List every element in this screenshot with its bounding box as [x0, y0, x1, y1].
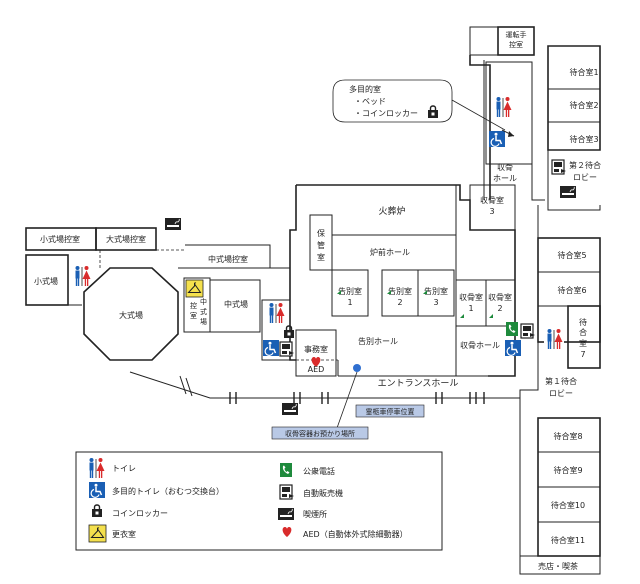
legend-smoking-area-label: 喫煙所: [303, 509, 327, 519]
public-phone-icon: [506, 322, 518, 336]
legend-vending-machine-label: 自動販売機: [303, 488, 343, 498]
urn-storage-location-dot: [353, 364, 361, 372]
farewell-room-3-label-1: 告別室: [424, 286, 448, 296]
farewell-room-1-label-1: 告別室: [338, 286, 362, 296]
cremation-furnace-label: 火葬炉: [378, 205, 405, 217]
lobby-1-label-1: 第１待合: [545, 376, 577, 386]
mid-control-label-3: 中: [200, 297, 207, 306]
toilet-icon: [544, 328, 564, 350]
bone-room-3-label-1: 収骨室: [480, 195, 504, 205]
farewell-room-1-label-2: 1: [347, 298, 352, 307]
hearse-sign: [355, 404, 425, 418]
waiting-room-2-label: 待合室2: [569, 100, 598, 110]
smoking-area-icon: [281, 402, 299, 416]
waiting-room-1-label: 待合室1: [569, 67, 598, 77]
storage-label-1: 保: [317, 228, 325, 238]
waiting-room-7-label-4: 7: [580, 350, 585, 359]
urn-storage-sign: [271, 426, 369, 440]
bone-hall-top-label-1: 収骨: [497, 162, 513, 172]
shop-label: 売店・喫茶: [538, 561, 578, 571]
smoking-area-icon: [164, 217, 182, 231]
aed-mark-text: AED: [308, 365, 325, 374]
small-hall-waiting-label: 小式場控室: [40, 234, 80, 244]
urn-storage-sign-label: 収骨容器お預かり場所: [285, 429, 355, 438]
bone-room-1-label-1: 収骨室: [459, 292, 483, 302]
waiting-room-11-label: 待合室11: [551, 535, 585, 545]
legend-public-phone-label: 公衆電話: [303, 466, 335, 476]
mid-hall-waiting-label: 中式場控室: [208, 254, 248, 264]
waiting-room-3-label: 待合室3: [569, 134, 598, 144]
coin-locker-icon: [283, 325, 295, 339]
large-hall-label: 大式場: [119, 310, 143, 320]
office-label: 事務室: [304, 344, 328, 354]
vending-machine-icon: [279, 341, 295, 357]
legend-toilet-label: トイレ: [112, 464, 136, 473]
mid-hall-label: 中式場: [224, 299, 248, 309]
changing-room-icon: [185, 279, 204, 298]
large-hall-shape: [83, 267, 179, 361]
callout-item-bed: ・ベッド: [354, 97, 386, 106]
driver-room-label-1: 運転手: [506, 30, 527, 39]
waiting-room-6-label: 待合室6: [557, 285, 586, 295]
multipurpose-toilet-icon: [262, 339, 280, 357]
legend-aed-label: AED（自動体外式除細動器）: [303, 529, 408, 539]
vending-machine-icon: [551, 159, 567, 175]
toilet-icon: [72, 265, 92, 287]
storage-label-3: 室: [317, 252, 325, 262]
lobby-1-label-2: ロビー: [549, 389, 573, 398]
legend-changing-room-label: 更衣室: [112, 529, 136, 539]
legend-vending-machine-icon: [279, 484, 295, 500]
legend-box: [75, 451, 443, 551]
farewell-hall-label: 告別ホール: [358, 336, 398, 346]
bone-room-3-label-2: 3: [489, 207, 494, 216]
bone-room-2-label-2: 2: [497, 304, 502, 313]
legend-smoking-area-icon: [277, 507, 295, 521]
farewell-room-2-label-2: 2: [397, 298, 402, 307]
waiting-room-7-label-1: 待: [579, 317, 587, 327]
legend-changing-room-icon: [88, 524, 107, 543]
hearse-sign-label: 霊柩車停車位置: [366, 407, 415, 416]
furnace-hall-label: 炉前ホール: [370, 247, 410, 257]
large-hall-waiting-label: 大式場控室: [106, 234, 146, 244]
toilet-icon: [266, 302, 286, 324]
legend-public-phone-icon: [280, 463, 292, 477]
legend-toilet-icon: [86, 457, 106, 479]
waiting-room-10-label: 待合室10: [551, 500, 585, 510]
waiting-room-9-label: 待合室9: [553, 465, 582, 475]
waiting-room-7-label-2: 合: [579, 327, 587, 337]
multipurpose-toilet-icon: [488, 130, 506, 148]
waiting-room-7-label-3: 室: [579, 338, 587, 348]
entrance-hall-label: エントランスホール: [378, 378, 459, 389]
waiting-room-5-label: 待合室5: [557, 250, 586, 260]
multipurpose-toilet-icon: [504, 339, 522, 357]
small-hall-label: 小式場: [34, 276, 58, 286]
legend-multipurpose-toilet-label: 多目的トイレ（おむつ交換台）: [112, 486, 224, 496]
driver-room-label-2: 控室: [509, 40, 523, 49]
farewell-room-3-label-2: 3: [433, 298, 438, 307]
mid-control-label-1: 控: [190, 301, 197, 310]
callout-box: [332, 79, 453, 123]
lobby-2-label-2: ロビー: [573, 173, 597, 182]
mid-control-label-4: 式: [200, 307, 207, 316]
lobby-2-label-1: 第２待合: [569, 160, 601, 170]
storage-label-2: 管: [317, 240, 325, 250]
mid-control-label-5: 場: [200, 317, 207, 326]
bone-hall-label: 収骨ホール: [460, 340, 500, 350]
mid-control-label-2: 室: [190, 311, 197, 320]
farewell-room-2-label-1: 告別室: [388, 286, 412, 296]
legend-coin-locker-label: コインロッカー: [112, 509, 168, 518]
smoking-area-icon: [559, 185, 577, 199]
legend-multipurpose-toilet-icon: [88, 481, 106, 499]
vending-machine-icon: [520, 323, 536, 339]
bone-room-1-label-2: 1: [468, 304, 473, 313]
callout-title: 多目的室: [349, 84, 381, 94]
bone-room-2-label-1: 収骨室: [488, 292, 512, 302]
bone-hall-top-label-2: ホール: [493, 174, 517, 183]
toilet-icon: [493, 96, 513, 118]
callout-item-locker: ・コインロッカー: [354, 109, 418, 118]
waiting-room-8-label: 待合室8: [553, 431, 582, 441]
